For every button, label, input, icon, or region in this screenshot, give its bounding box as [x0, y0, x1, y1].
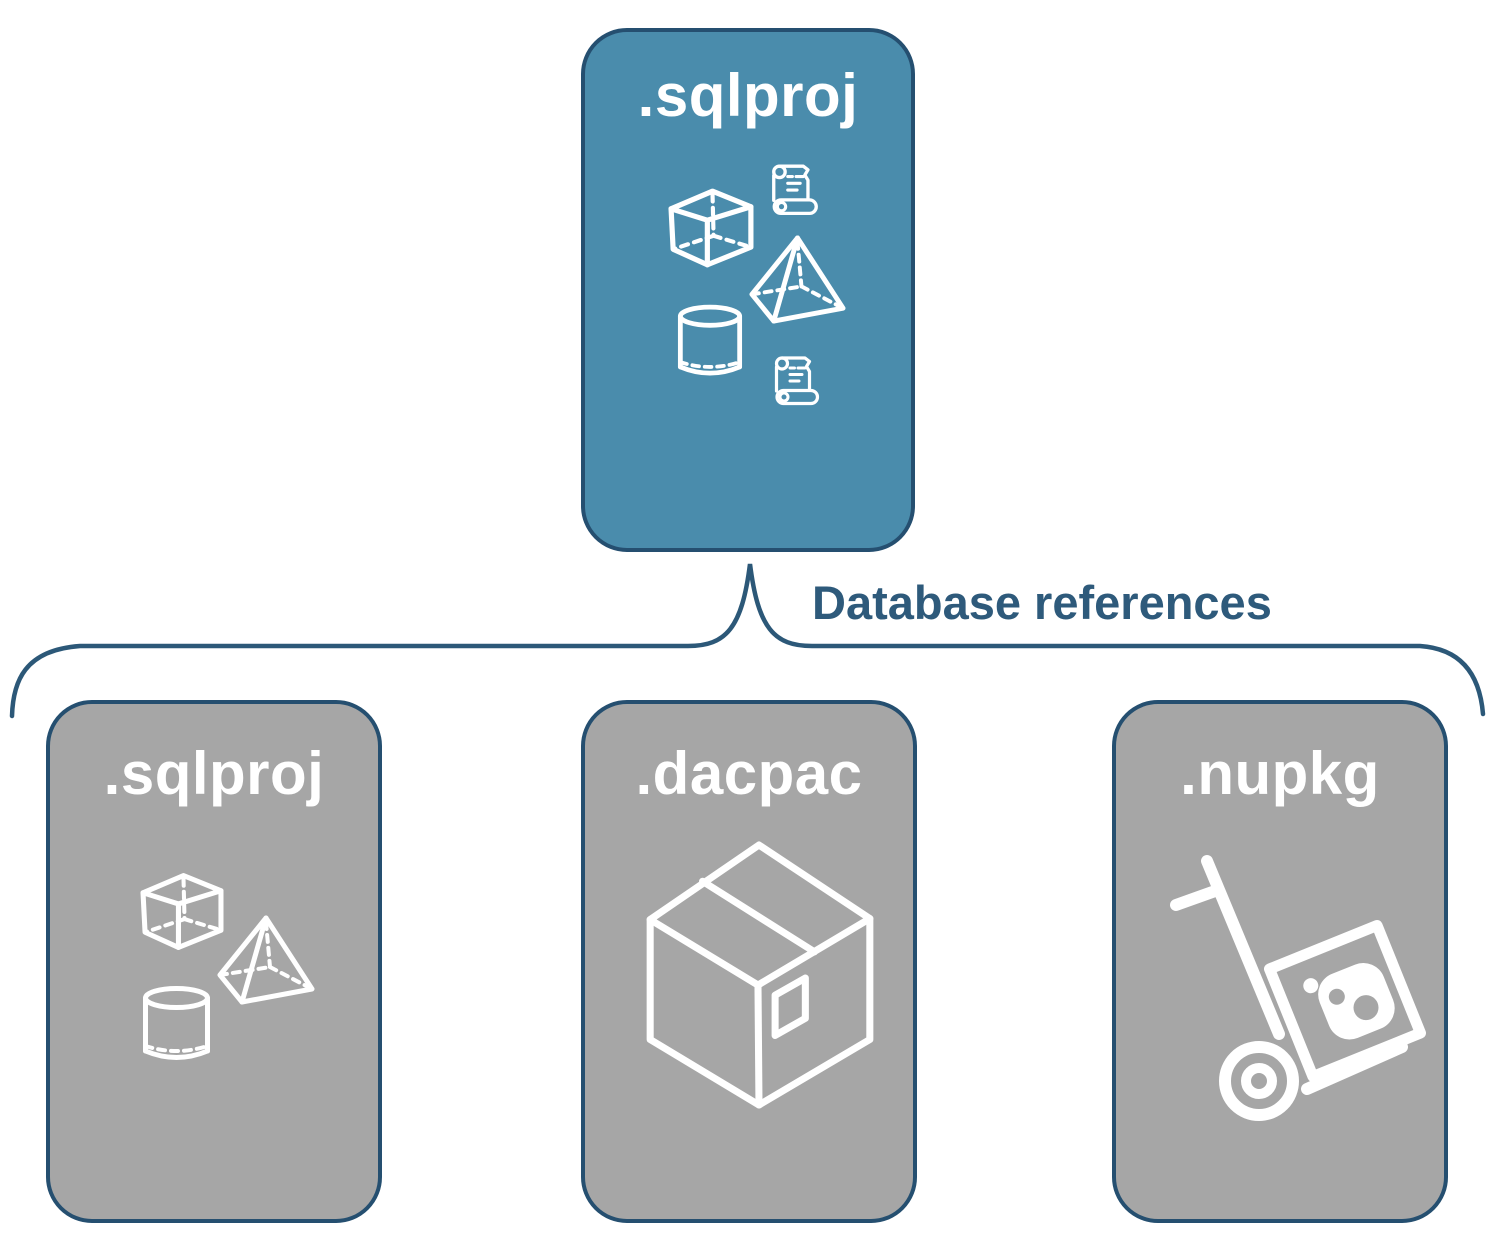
node-dacpac: .dacpac — [581, 700, 917, 1223]
node-sqlproj-root: .sqlproj — [581, 28, 915, 552]
pyramid-icon — [749, 235, 846, 324]
script-scroll-icon — [772, 164, 818, 216]
nuget-package-icon — [1263, 919, 1427, 1083]
node-title: .dacpac — [635, 740, 863, 807]
package-box-icon — [646, 841, 874, 1109]
node-nupkg: .nupkg — [1112, 700, 1448, 1223]
cylinder-icon — [143, 986, 210, 1060]
connector-label: Database references — [812, 576, 1272, 629]
script-scroll-icon — [774, 356, 820, 406]
cube-icon — [140, 873, 224, 950]
cube-icon — [668, 188, 754, 268]
pyramid-icon — [217, 915, 315, 1005]
cylinder-icon — [677, 304, 743, 376]
hand-truck-icon — [1170, 855, 1427, 1121]
node-title: .sqlproj — [103, 740, 325, 807]
node-title: .sqlproj — [637, 62, 859, 129]
node-title: .nupkg — [1180, 740, 1380, 807]
node-sqlproj-child: .sqlproj — [46, 700, 382, 1223]
